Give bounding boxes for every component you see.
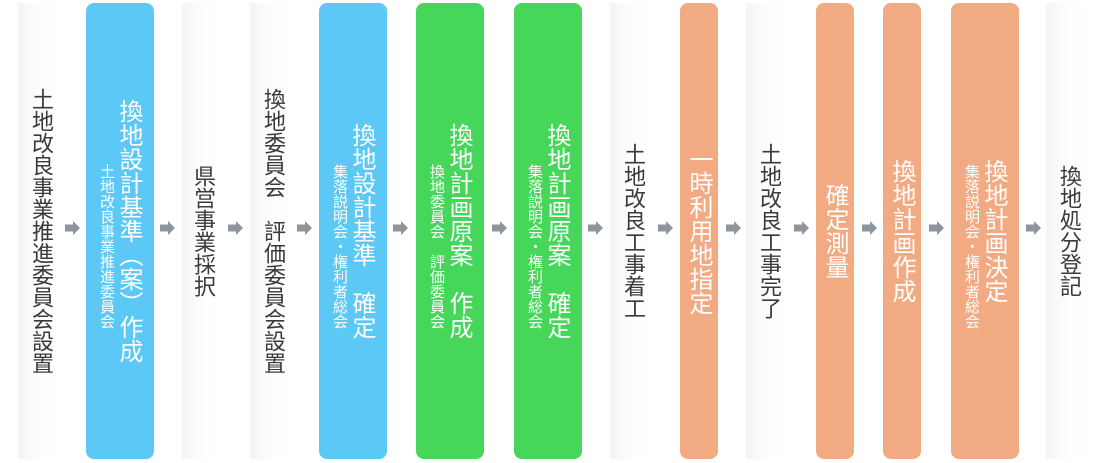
step-label: 換地計画作成 — [888, 159, 916, 303]
arrow-right-icon — [726, 221, 741, 235]
step-disposition-registration: 換地処分登記 — [1046, 3, 1090, 459]
step-label: 確定測量 — [821, 183, 849, 279]
arrow-right-icon — [588, 221, 603, 235]
step-label: 土地改良工事完了 — [756, 143, 781, 319]
step-sublabel: 集落説明会・権利者総会 — [526, 163, 544, 329]
arrow-right-icon — [862, 221, 877, 235]
arrow-right-icon — [297, 221, 312, 235]
arrow-right-icon — [393, 221, 408, 235]
step-replotting-committee-setup: 換地委員会 評価委員会設置 — [250, 3, 294, 459]
step-label: 換地設計基準（案）作成 — [115, 99, 143, 363]
step-label: 一時利用地指定 — [685, 147, 713, 315]
step-plan-draft-confirmed: 換地計画原案 確定 集落説明会・権利者総会 — [514, 3, 582, 459]
step-plan-creation: 換地計画作成 — [883, 3, 921, 459]
arrow-right-icon — [65, 221, 80, 235]
step-committee-setup: 土地改良事業推進委員会設置 — [18, 3, 62, 459]
arrow-right-icon — [1026, 221, 1041, 235]
arrow-right-icon — [228, 221, 243, 235]
step-label: 換地委員会 評価委員会設置 — [260, 88, 285, 374]
step-design-standard-draft: 換地設計基準（案）作成 土地改良事業推進委員会 — [86, 3, 154, 459]
step-label: 県営事業採択 — [190, 165, 215, 297]
step-prefectural-adoption: 県営事業採択 — [182, 3, 222, 459]
step-plan-decision: 換地計画決定 集落説明会・権利者総会 — [951, 3, 1019, 459]
step-sublabel: 集落説明会・権利者総会 — [963, 163, 981, 329]
arrow-right-icon — [929, 221, 944, 235]
step-sublabel: 集落説明会・権利者総会 — [331, 163, 349, 329]
arrow-right-icon — [794, 221, 809, 235]
step-construction-complete: 土地改良工事完了 — [746, 3, 790, 459]
step-sublabel: 換地委員会 評価委員会 — [428, 163, 446, 329]
step-plan-draft-created: 換地計画原案 作成 換地委員会 評価委員会 — [416, 3, 484, 459]
step-label: 土地改良事業推進委員会設置 — [28, 88, 53, 374]
step-temporary-land-use: 一時利用地指定 — [680, 3, 718, 459]
arrow-right-icon — [160, 221, 175, 235]
step-label: 換地計画原案 作成 — [445, 123, 473, 339]
step-label: 換地計画決定 — [980, 159, 1008, 303]
step-label: 土地改良工事着工 — [620, 143, 645, 319]
step-design-standard-confirmed: 換地設計基準 確定 集落説明会・権利者総会 — [319, 3, 387, 459]
step-label: 換地処分登記 — [1056, 165, 1081, 297]
step-construction-start: 土地改良工事着工 — [610, 3, 654, 459]
step-label: 換地設計基準 確定 — [348, 123, 376, 339]
step-label: 換地計画原案 確定 — [543, 123, 571, 339]
step-sublabel: 土地改良事業推進委員会 — [98, 163, 116, 329]
arrow-right-icon — [492, 221, 507, 235]
step-final-survey: 確定測量 — [816, 3, 854, 459]
arrow-right-icon — [658, 221, 673, 235]
